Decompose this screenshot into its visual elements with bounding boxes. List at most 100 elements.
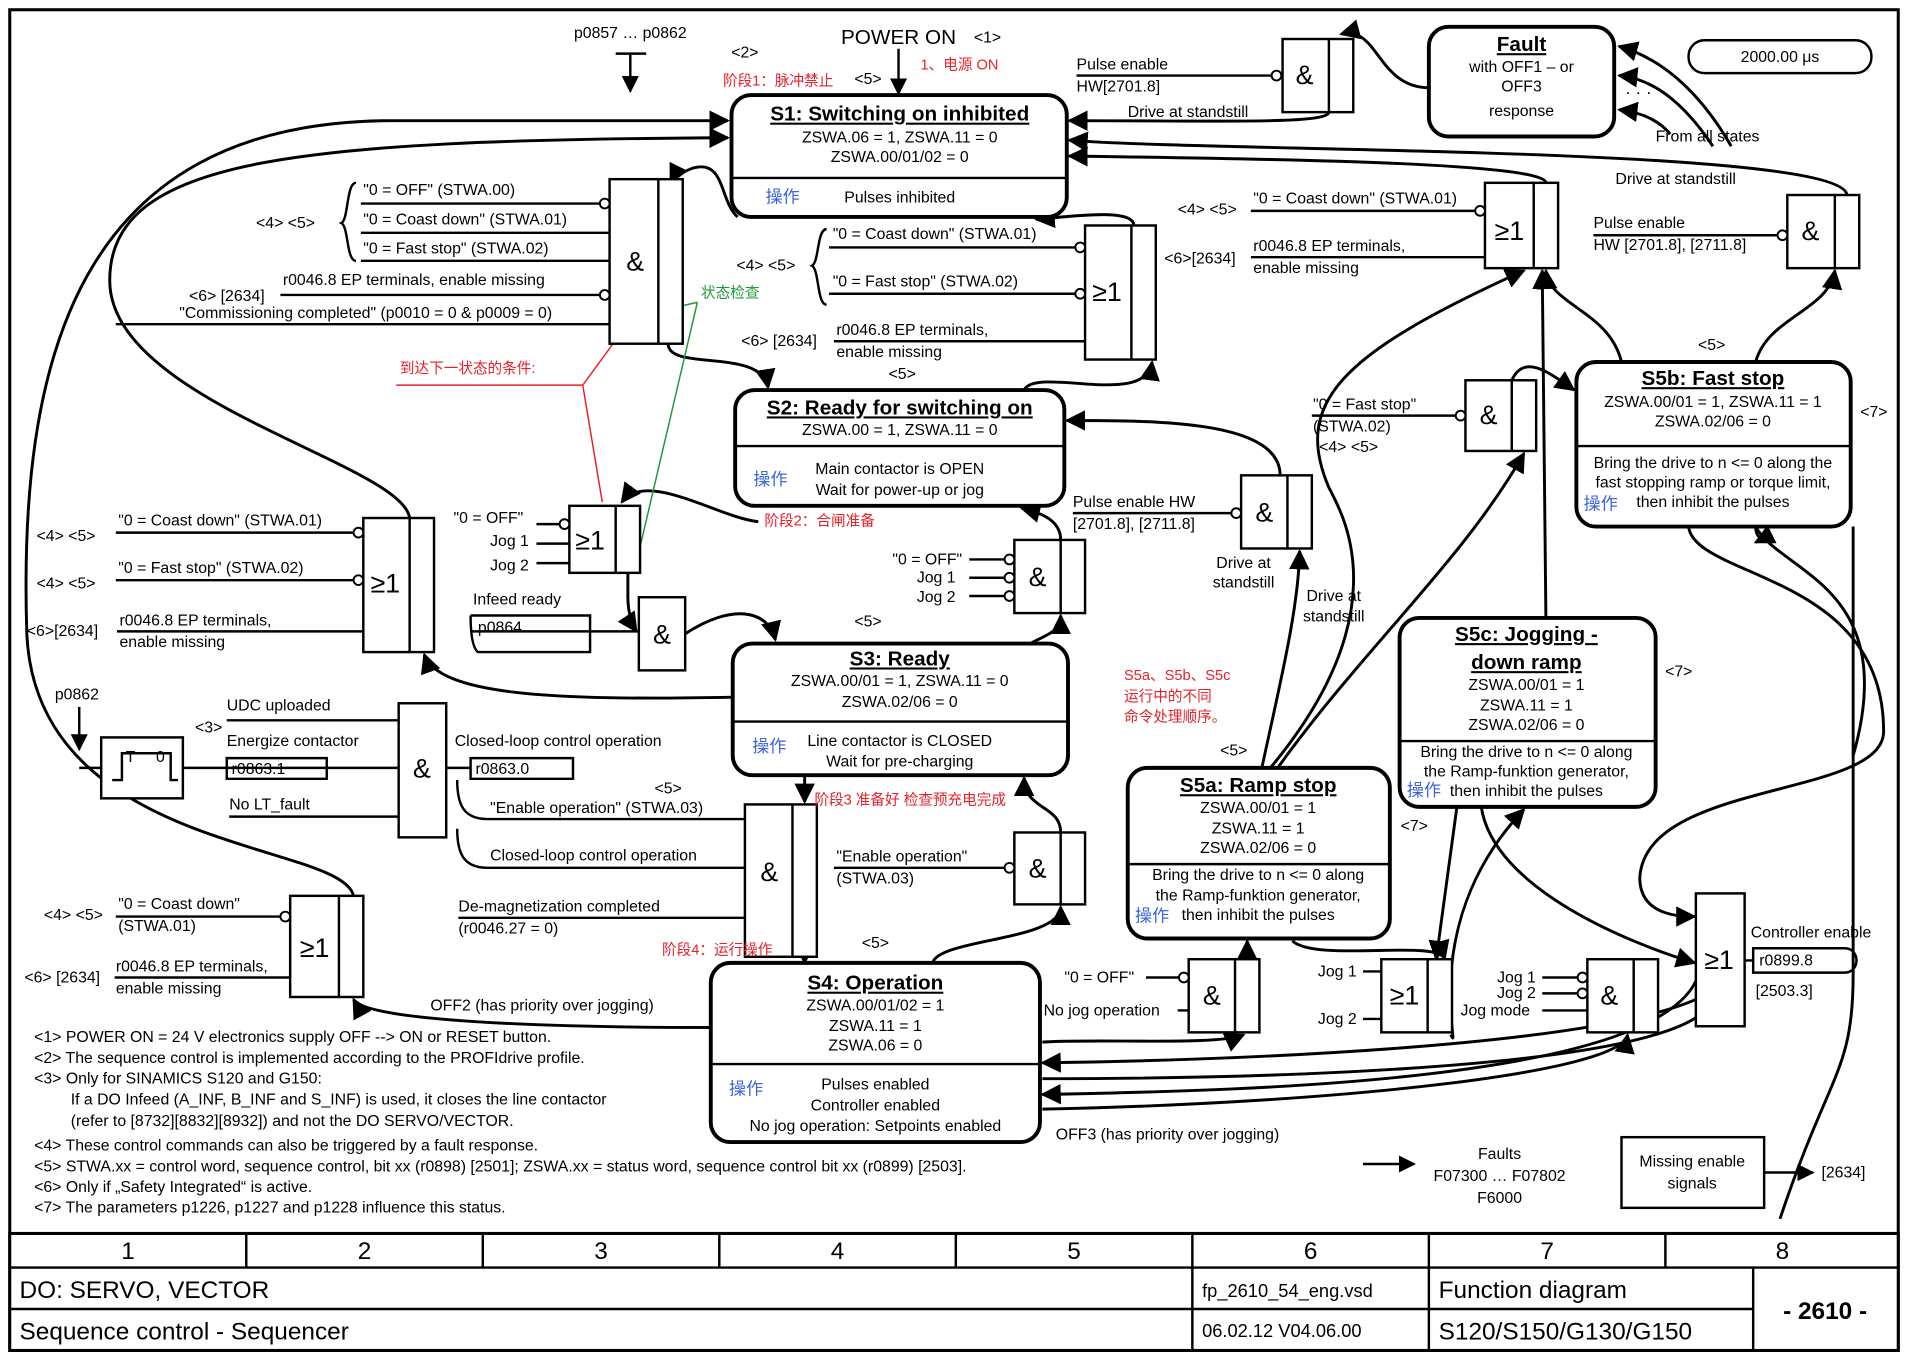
state-title: S1: Switching on inhibited xyxy=(770,103,1029,126)
action-label: 操作 xyxy=(1407,781,1441,800)
ref-5: <5> xyxy=(1698,337,1725,354)
off2-label: OFF2 (has priority over jogging) xyxy=(430,997,653,1014)
state-desc: then inhibit the pulses xyxy=(1450,783,1603,800)
power-on-label: POWER ON xyxy=(841,26,956,49)
cn-next-condition: 到达下一状态的条件: xyxy=(400,360,536,377)
footnote: <1> POWER ON = 24 V electronics supply O… xyxy=(34,1029,551,1046)
input-enable-missing: enable missing xyxy=(119,634,225,651)
hw-both-label: HW [2701.8], [2711.8] xyxy=(1593,237,1746,254)
diagram-line xyxy=(708,960,1042,1144)
input-enable-missing: enable missing xyxy=(1253,260,1359,277)
diagram-text: & xyxy=(1029,562,1047,592)
state-s3[interactable]: S3: Ready ZSWA.00/01 = 1, ZSWA.11 = 0 ZS… xyxy=(730,641,1070,778)
input-ep-terminals: r0046.8 EP terminals, xyxy=(116,958,268,975)
gate-or-s4-off2: ≥1 xyxy=(288,894,365,999)
g7-to-s2 xyxy=(1064,410,1282,476)
gate-and-jog-s3: & xyxy=(1013,538,1087,615)
from-all-states-1 xyxy=(1617,41,1733,147)
input-r0046-27: (r0046.27 = 0) xyxy=(458,921,558,938)
off2-return-curve xyxy=(24,110,730,897)
column-number: 3 xyxy=(594,1238,608,1265)
input-stwa02: (STWA.02) xyxy=(1313,418,1391,435)
diagram-line xyxy=(1281,37,1355,114)
g14-to-s3 xyxy=(1013,775,1063,833)
ref-4-5: <4> <5> xyxy=(44,907,103,924)
negation-circle xyxy=(558,518,571,530)
s4-to-g18 xyxy=(1042,1032,1635,1111)
diagram-line xyxy=(397,702,448,839)
s5c-to-g17 xyxy=(1428,806,1459,962)
off3-label: OFF3 (has priority over jogging) xyxy=(1056,1127,1279,1144)
input-stwa03: (STWA.03) xyxy=(836,871,914,888)
gate-and-energize: & xyxy=(397,702,448,839)
state-desc: Controller enabled xyxy=(811,1097,940,1114)
state-s2[interactable]: S2: Ready for switching on ZSWA.00 = 1, … xyxy=(733,388,1067,508)
state-line: ZSWA.06 = 0 xyxy=(828,1038,922,1055)
s4-to-g14 xyxy=(931,904,1071,964)
diagram-text: & xyxy=(1029,854,1047,884)
diagram-line xyxy=(1786,193,1861,270)
input-commissioning: "Commissioning completed" (p0010 = 0 & p… xyxy=(179,305,552,322)
ref-4-5: <4> <5> xyxy=(37,528,96,545)
state-s5a[interactable]: S5a: Ramp stop ZSWA.00/01 = 1 ZSWA.11 = … xyxy=(1125,765,1392,941)
state-line: ZSWA.02/06 = 0 xyxy=(1200,840,1316,857)
ref-6-2634: <6> [2634] xyxy=(189,288,265,305)
state-s5b[interactable]: S5b: Fast stop ZSWA.00/01 = 1, ZSWA.11 =… xyxy=(1574,360,1853,529)
diagram-text: & xyxy=(653,620,671,650)
negation-circle xyxy=(1003,571,1016,584)
column-number: 5 xyxy=(1067,1238,1081,1265)
input-jog1: Jog 1 xyxy=(490,533,529,550)
input-jog1: Jog 1 xyxy=(1318,963,1357,980)
input-off: "0 = OFF" xyxy=(454,510,524,527)
ref-2634: [2634] xyxy=(1821,1164,1865,1181)
s5b-to-s3-curve xyxy=(1754,525,1866,757)
state-s1[interactable]: S1: Switching on inhibited ZSWA.06 = 1, … xyxy=(729,93,1069,219)
diagram-line xyxy=(1083,224,1157,361)
input-fast-stop: "0 = Fast stop" xyxy=(1313,397,1416,414)
state-title: S5a: Ramp stop xyxy=(1180,774,1337,797)
negation-circle xyxy=(352,526,365,539)
state-desc: Pulses enabled xyxy=(821,1077,929,1094)
s5a-to-g17 xyxy=(1291,938,1450,962)
input-jog2: Jog 2 xyxy=(490,557,529,574)
state-title: down ramp xyxy=(1471,651,1582,674)
r0899-8-pill xyxy=(1751,947,1858,974)
gate-or-left: ≥1 xyxy=(362,516,436,654)
gate-and-no-jog: & xyxy=(1187,958,1261,1034)
pulse-enable-label: Pulse enable xyxy=(1077,56,1169,73)
input-enable-op: "Enable operation" (STWA.03) xyxy=(490,800,703,817)
p0862-label: p0862 xyxy=(55,687,99,704)
diagram-line xyxy=(9,1233,1899,1351)
input-demag: De-magnetization completed xyxy=(458,899,660,916)
state-s4[interactable]: S4: Operation ZSWA.00/01/02 = 1 ZSWA.11 … xyxy=(708,960,1042,1144)
s2-to-g8 xyxy=(620,481,759,524)
state-fault[interactable]: Fault with OFF1 – or OFF3 response xyxy=(1426,24,1617,139)
footnote: <4> These control commands can also be t… xyxy=(34,1138,538,1155)
negation-circle xyxy=(1576,987,1589,1000)
state-s5c[interactable]: S5c: Jogging - down ramp ZSWA.00/01 = 1 … xyxy=(1397,615,1658,809)
column-number: 2 xyxy=(358,1238,372,1265)
gate-and-enable-op: & xyxy=(1013,831,1087,906)
params-label: p0857 … p0862 xyxy=(574,25,687,42)
ref-4-5: <4> <5> xyxy=(256,215,315,232)
ref-5: <5> xyxy=(654,780,681,797)
state-title: S3: Ready xyxy=(850,647,951,670)
gate-and-pulse-s5b: & xyxy=(1786,193,1861,270)
state-line: OFF3 xyxy=(1501,78,1542,95)
standstill-label: standstill xyxy=(1213,574,1275,591)
page-number: - 2610 - xyxy=(1783,1298,1867,1325)
negation-circle xyxy=(1454,409,1467,422)
diagram-text: ≥1 xyxy=(370,568,400,598)
object-label: DO: SERVO, VECTOR xyxy=(20,1277,270,1304)
state-line: with OFF1 – or xyxy=(1468,59,1574,76)
cn-s5-note: 运行中的不同 xyxy=(1124,688,1212,705)
drive-standstill-label: Drive at standstill xyxy=(1615,171,1736,188)
state-line: ZSWA.00/01 = 1, ZSWA.11 = 0 xyxy=(791,673,1009,690)
negation-circle xyxy=(1003,861,1016,874)
diagram-line xyxy=(733,388,1067,508)
ref-4-5: <4> <5> xyxy=(37,576,96,593)
state-line: ZSWA.00/01/02 = 1 xyxy=(806,997,944,1014)
state-desc: fast stopping ramp or torque limit, xyxy=(1595,475,1830,492)
action-label: 操作 xyxy=(752,737,786,756)
input-off: "0 = OFF" xyxy=(1064,969,1134,986)
